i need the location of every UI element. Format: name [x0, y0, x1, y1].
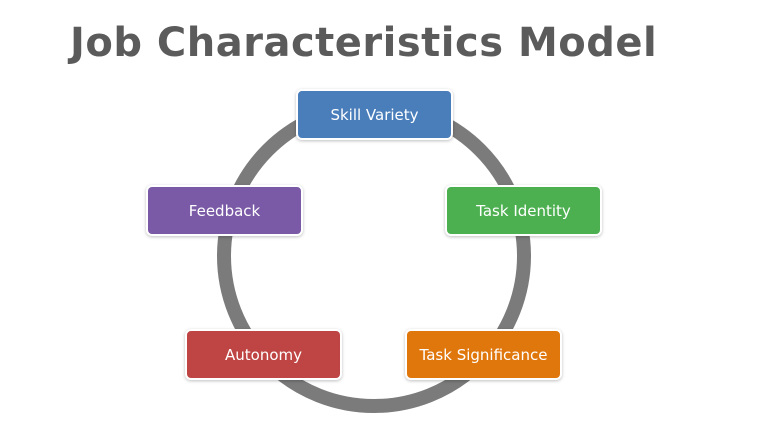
node-label: Skill Variety	[330, 105, 419, 124]
node-autonomy: Autonomy	[185, 329, 342, 380]
node-skill-variety: Skill Variety	[296, 89, 453, 140]
node-feedback: Feedback	[146, 185, 303, 236]
node-label: Task Significance	[419, 345, 548, 364]
node-label: Task Identity	[476, 201, 571, 220]
node-task-identity: Task Identity	[445, 185, 602, 236]
diagram-title: Job Characteristics Model	[70, 20, 658, 66]
node-label: Feedback	[188, 201, 261, 220]
node-task-significance: Task Significance	[405, 329, 562, 380]
node-label: Autonomy	[225, 345, 302, 364]
